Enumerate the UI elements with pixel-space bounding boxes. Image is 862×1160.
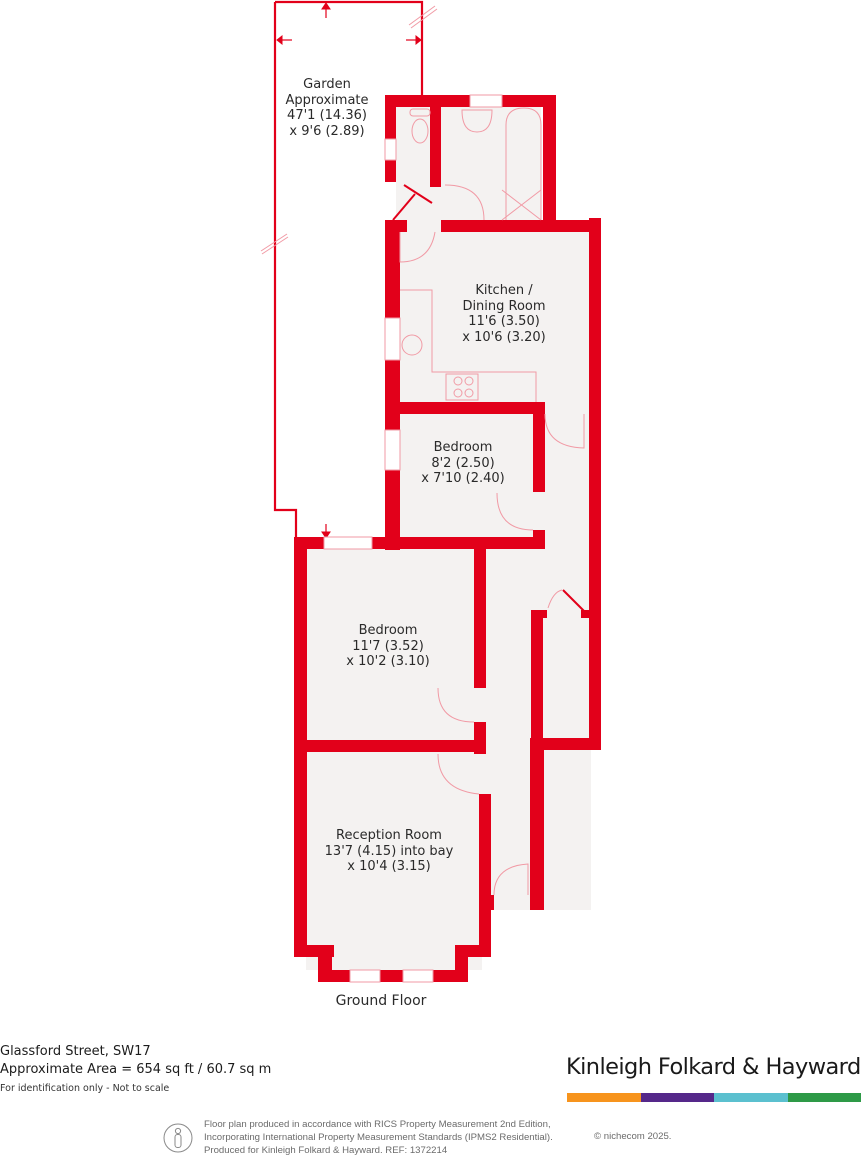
room-dimension: 47'1 (14.36) [287, 108, 367, 123]
property-address: Glassford Street, SW17 [0, 1044, 151, 1059]
room-qualifier: Approximate [285, 92, 369, 108]
room-dimension: 11'6 (3.50) [468, 314, 540, 329]
room-name: Reception Room [336, 828, 442, 843]
brand-bar-purple [640, 1093, 714, 1102]
room-dimension: x 10'4 (3.15) [347, 859, 431, 874]
copyright: © nichecom 2025. [594, 1131, 672, 1142]
room-label-bedroom-small: Bedroom 8'2 (2.50) x 7'10 (2.40) [421, 440, 504, 487]
footer-notice: Floor plan produced in accordance with R… [204, 1118, 553, 1158]
room-dimension: x 7'10 (2.40) [421, 471, 505, 486]
scale-disclaimer: For identification only - Not to scale [0, 1083, 170, 1094]
room-name: Garden [303, 77, 351, 92]
person-icon [163, 1123, 193, 1153]
footer-line: Incorporating International Property Mea… [204, 1132, 553, 1144]
brand-logo-text: Kinleigh Folkard & Hayward [566, 1054, 861, 1080]
room-dimension: 13'7 (4.15) into bay [324, 843, 454, 859]
windows [323, 94, 503, 983]
room-label-garden: Garden Approximate 47'1 (14.36) x 9'6 (2… [285, 77, 368, 139]
room-name: Dining Room [462, 298, 546, 314]
room-dimension: x 10'2 (3.10) [346, 654, 430, 669]
floor-fill [306, 106, 591, 970]
footer-line: Floor plan produced in accordance with R… [204, 1119, 551, 1130]
room-dimension: 8'2 (2.50) [431, 455, 495, 471]
room-label-bedroom-large: Bedroom 11'7 (3.52) x 10'2 (3.10) [346, 623, 429, 670]
walls [294, 95, 601, 982]
fixtures [392, 107, 585, 896]
property-area: Approximate Area = 654 sq ft / 60.7 sq m [0, 1062, 272, 1077]
brand-bar-cyan [714, 1093, 788, 1102]
room-name: Bedroom [433, 440, 493, 455]
room-dimension: 11'7 (3.52) [352, 638, 424, 654]
room-label-reception: Reception Room 13'7 (4.15) into bay x 10… [325, 828, 454, 875]
room-dimension: x 10'6 (3.20) [462, 329, 546, 345]
room-name: Kitchen / [475, 283, 533, 298]
garden-outline [260, 0, 438, 540]
room-label-kitchen: Kitchen / Dining Room 11'6 (3.50) x 10'6… [462, 283, 545, 345]
brand-bar-orange [567, 1093, 641, 1102]
floor-label: Ground Floor [335, 993, 427, 1009]
room-dimension: x 9'6 (2.89) [289, 123, 365, 139]
footer-line: Produced for Kinleigh Folkard & Hayward.… [204, 1145, 448, 1157]
dimension-arrows [276, 2, 422, 539]
floor-plan [260, 0, 601, 983]
brand-bar-green [787, 1093, 861, 1102]
brand-color-bar [567, 1093, 861, 1102]
room-name: Bedroom [358, 623, 418, 638]
